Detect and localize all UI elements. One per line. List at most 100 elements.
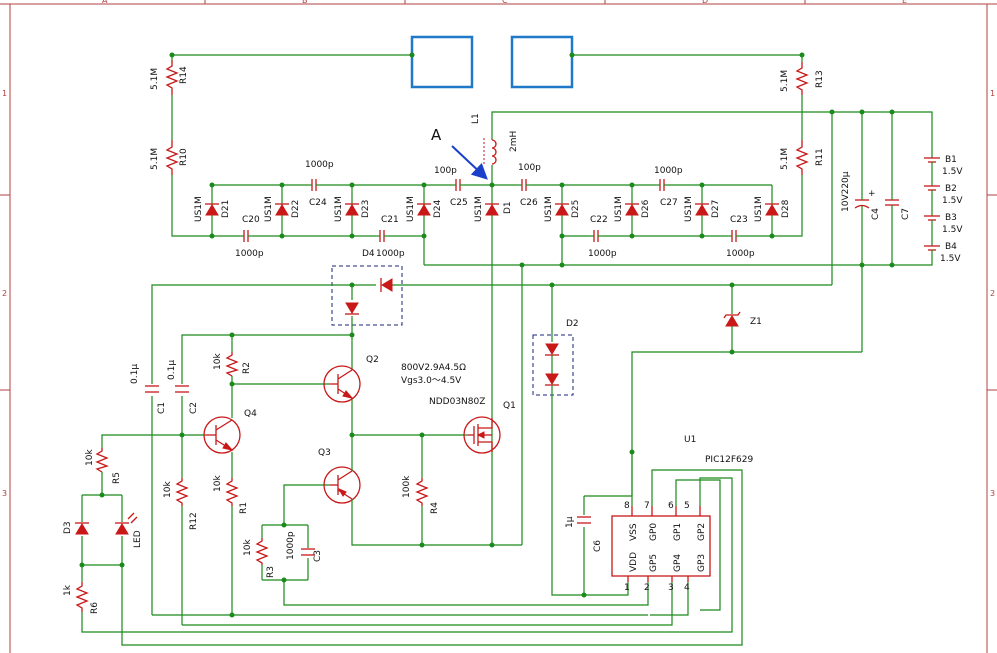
c3-value: 1000p: [286, 531, 296, 560]
c26-label: C26: [520, 198, 538, 208]
capacitor-c20: C20 1000p: [235, 215, 264, 259]
driver-dots: [79, 332, 635, 618]
frame-row-1: 1: [2, 89, 7, 98]
capacitor-c1: 0.1μ C1: [130, 364, 167, 414]
r4-label: R4: [430, 502, 440, 514]
capacitor-c22: C22 1000p: [588, 215, 617, 259]
d3-label: D3: [63, 521, 73, 534]
inductor-l1: L1 2mH: [471, 113, 519, 166]
frame-col-a: A: [102, 0, 108, 5]
u1-pin2-num: 2: [644, 583, 650, 593]
c24-label: C24: [309, 198, 327, 208]
u1-pin5-num: 5: [684, 501, 690, 511]
r12-value: 10k: [163, 481, 173, 498]
r2-value: 10k: [213, 353, 223, 370]
u1-pin1-name: VDD: [629, 552, 639, 572]
transistor-q4: Q4: [203, 409, 257, 454]
frame-row-3: 3: [2, 489, 7, 498]
resistor-r12: 10k R12: [163, 478, 199, 530]
c27-label: C27: [660, 198, 678, 208]
b2-label: B2: [945, 184, 957, 194]
diode-d23: US1M D23: [334, 196, 371, 222]
c4-plus: +: [868, 189, 876, 199]
resistor-r11: R11 5.1M: [780, 140, 825, 175]
c21-label: C21: [381, 215, 399, 225]
d1-value: US1M: [474, 196, 484, 222]
b3-value: 1.5V: [942, 225, 963, 235]
c1-value: 0.1μ: [130, 364, 140, 384]
d21-label: D21: [221, 200, 231, 218]
l1-label: L1: [471, 113, 481, 124]
d23-value: US1M: [334, 196, 344, 222]
q3-label: Q3: [318, 448, 331, 458]
annotation-label: A: [431, 126, 442, 144]
ic-u1: U1 PIC12F629 8 7 6 5 VSS GP0 GP1 GP2 VDD…: [611, 435, 753, 593]
capacitor-c25: 100p C25: [434, 166, 468, 208]
b4-label: B4: [945, 242, 957, 252]
d24-label: D24: [433, 199, 443, 218]
frame-col-d: D: [702, 0, 708, 5]
c3-label: C3: [313, 550, 323, 562]
d27-value: US1M: [684, 196, 694, 222]
d4-label: D4: [362, 249, 375, 259]
u1-pin4-num: 4: [684, 583, 690, 593]
c2-value: 0.1μ: [167, 360, 177, 380]
frame-col-e: E: [902, 0, 907, 5]
resistor-r1: 10k R1: [213, 475, 249, 514]
u1-pin4-name: GP3: [697, 554, 707, 572]
capacitor-c2: 0.1μ C2: [167, 360, 199, 414]
r11-label: R11: [815, 148, 825, 166]
d22-value: US1M: [264, 196, 274, 222]
node-a-annotation: A: [431, 126, 488, 180]
r3-label: R3: [266, 566, 276, 578]
frame-col-c: C: [502, 0, 508, 5]
capacitor-c6: 1μ C6: [565, 516, 603, 552]
diode-d3: D3: [63, 521, 89, 535]
driver-wiring: [81, 334, 743, 646]
r13-label: R13: [815, 70, 825, 88]
c4-value: 10V220μ: [841, 171, 851, 212]
led-label: LED: [133, 530, 143, 548]
diode-d27: US1M D27: [684, 196, 721, 222]
capacitor-c3: 1000p C3: [286, 531, 323, 562]
c6-label: C6: [593, 540, 603, 552]
r14-label: R14: [179, 66, 189, 84]
c2-label: C2: [189, 402, 199, 414]
capacitor-c4: + 10V220μ C4: [841, 171, 881, 220]
d26-label: D26: [641, 199, 651, 218]
capacitor-c24: 1000p C24: [305, 160, 334, 208]
u1-label: U1: [684, 435, 696, 445]
frame-row-3-right: 3: [990, 489, 995, 498]
diode-d24: US1M D24: [406, 196, 443, 222]
d23-label: D23: [361, 200, 371, 218]
b2-value: 1.5V: [942, 196, 963, 206]
b1-value: 1.5V: [942, 167, 963, 177]
u1-pin2-name: GP5: [649, 554, 659, 572]
d25-label: D25: [571, 200, 581, 218]
frame-col-b: B: [302, 0, 308, 5]
diode-d2: D2: [545, 285, 629, 596]
diode-d4: D4: [345, 249, 393, 315]
r1-label: R1: [239, 502, 249, 514]
c25-label: C25: [450, 198, 468, 208]
c26-value: 100p: [518, 163, 541, 173]
diode-d1: US1M D1: [474, 196, 513, 222]
z1-label: Z1: [750, 317, 762, 327]
d4-dashed-box: [331, 265, 403, 326]
c27-value: 1000p: [654, 166, 683, 176]
d27-label: D27: [711, 200, 721, 218]
u1-pin3-num: 3: [668, 583, 674, 593]
left-electrode: [410, 35, 474, 89]
q1-spec-line1: 800V2.9A4.5Ω: [401, 363, 466, 373]
frame-row-2-right: 2: [990, 289, 995, 298]
c21-value: 1000p: [376, 249, 405, 259]
battery-stack: B1 1.5V B2 1.5V B3 1.5V B4 1.5V: [924, 150, 963, 264]
u1-pin8-name: VSS: [629, 523, 639, 541]
annotation-arrow: [451, 145, 488, 180]
r11-value: 5.1M: [780, 148, 790, 170]
c20-label: C20: [242, 215, 260, 225]
resistor-r10: R10 5.1M: [150, 140, 189, 175]
u1-pin7-num: 7: [644, 501, 650, 511]
